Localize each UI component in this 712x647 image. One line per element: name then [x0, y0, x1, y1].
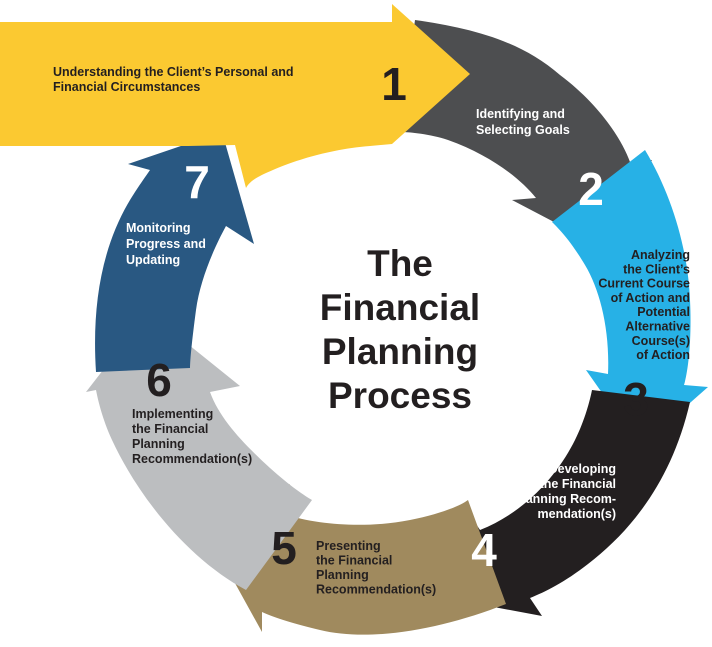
title-line: Process — [328, 375, 472, 416]
step-6-label-line: Recommendation(s) — [132, 452, 252, 466]
step-5-label-line: Presenting — [316, 539, 381, 553]
step-6-label-line: the Financial — [132, 422, 208, 436]
step-4-label-line: Planning Recom- — [514, 492, 616, 506]
step-3-label-line: Course(s) — [632, 334, 690, 348]
segment-3 — [552, 150, 708, 447]
step-7-label-line: Monitoring — [126, 221, 191, 235]
step-2-label-line: Identifying and — [476, 107, 565, 121]
title-line: The — [367, 243, 433, 284]
step-3-label-line: Analyzing — [631, 248, 690, 262]
step-number-4: 4 — [471, 524, 497, 576]
step-3-label-line: of Action and — [611, 291, 690, 305]
step-3-label-line: Current Course — [598, 277, 690, 291]
step-4-label-line: the Financial — [540, 477, 616, 491]
step-6-label-line: Implementing — [132, 407, 213, 421]
step-number-2: 2 — [578, 163, 604, 215]
step-3-label-line: Potential — [637, 305, 690, 319]
step-3-label-line: the Client’s — [623, 262, 690, 276]
step-3-label-line: of Action — [636, 348, 690, 362]
title-line: Planning — [322, 331, 478, 372]
step-number-5: 5 — [271, 522, 297, 574]
step-number-3: 3 — [623, 373, 649, 425]
step-number-6: 6 — [146, 354, 172, 406]
segment-6 — [86, 312, 312, 590]
step-7-label-line: Updating — [126, 253, 180, 267]
step-2-label-line: Selecting Goals — [476, 123, 570, 137]
step-5-label-line: Recommendation(s) — [316, 583, 436, 597]
title-line: Financial — [320, 287, 480, 328]
step-5-label-line: Planning — [316, 568, 369, 582]
step-number-1: 1 — [381, 58, 407, 110]
step-4-label-line: mendation(s) — [538, 507, 616, 521]
segment-1 — [0, 4, 470, 188]
step-3-label-line: Alternative — [625, 320, 690, 334]
step-1-label-line: Understanding the Client’s Personal and — [53, 65, 294, 79]
step-1-label-line: Financial Circumstances — [53, 80, 200, 94]
step-5-label-line: the Financial — [316, 554, 392, 568]
segment-7 — [95, 132, 254, 372]
segment-4 — [446, 390, 690, 616]
step-number-7: 7 — [184, 156, 210, 208]
step-6-label-line: Planning — [132, 437, 185, 451]
step-4-label-line: Developing — [549, 462, 616, 476]
step-7-label-line: Progress and — [126, 237, 206, 251]
